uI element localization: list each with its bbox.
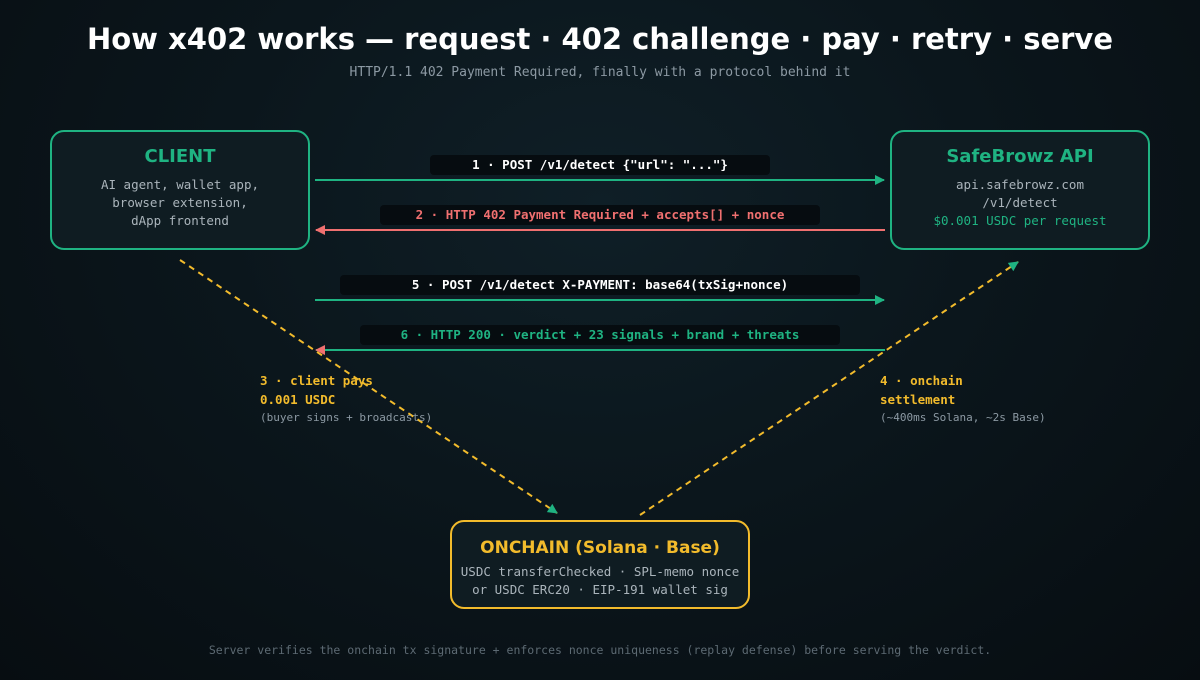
step4-subtitle: settlement (880, 392, 956, 407)
server-title: SafeBrowz API (946, 146, 1094, 167)
client-title: CLIENT (144, 146, 216, 167)
diagram-title: How x402 works — request · 402 challenge… (86, 22, 1114, 56)
server-host: api.safebrowz.com (956, 177, 1084, 192)
step4-label: 4 · onchain settlement (~400ms Solana, ~… (880, 371, 1046, 427)
step1-label: 1 · POST /v1/detect {"url": "..."} (430, 155, 770, 175)
step6-label: 6 · HTTP 200 · verdict + 23 signals + br… (360, 325, 840, 345)
step3-title: 3 · client pays (260, 373, 373, 388)
step3-label: 3 · client pays 0.001 USDC (buyer signs … (260, 371, 432, 427)
footer-note: Server verifies the onchain tx signature… (208, 643, 992, 657)
arrow-step3 (179, 259, 558, 514)
step3-amount: 0.001 USDC (260, 392, 336, 407)
onchain-box: ONCHAIN (Solana · Base) USDC transferChe… (450, 520, 750, 609)
arrow-step4 (639, 261, 1019, 516)
step5-label: 5 · POST /v1/detect X-PAYMENT: base64(tx… (340, 275, 860, 295)
diagram-subtitle: HTTP/1.1 402 Payment Required, finally w… (349, 65, 851, 80)
client-line: AI agent, wallet app, (100, 177, 260, 192)
client-box: CLIENT AI agent, wallet app, browser ext… (50, 130, 310, 250)
step2-label: 2 · HTTP 402 Payment Required + accepts[… (380, 205, 820, 225)
onchain-line: or USDC ERC20 · EIP-191 wallet sig (472, 582, 728, 597)
step4-title: 4 · onchain (880, 373, 963, 388)
server-endpoint: /v1/detect (982, 195, 1058, 210)
onchain-title: ONCHAIN (Solana · Base) (480, 538, 720, 558)
server-price: $0.001 USDC per request (933, 213, 1107, 228)
server-box: SafeBrowz API api.safebrowz.com /v1/dete… (890, 130, 1150, 250)
step3-note: (buyer signs + broadcasts) (260, 411, 433, 424)
client-line: dApp frontend (131, 213, 229, 228)
onchain-line: USDC transferChecked · SPL-memo nonce (460, 564, 740, 579)
step4-note: (~400ms Solana, ~2s Base) (880, 411, 1046, 424)
client-line: browser extension, (112, 195, 248, 210)
